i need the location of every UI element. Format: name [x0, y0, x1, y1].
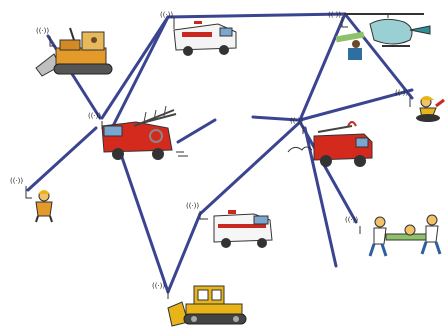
ambulance-top-icon: [173, 21, 237, 56]
firefighter-left-icon: [35, 190, 53, 223]
signal-icon: ((·)): [10, 177, 23, 185]
signal-icon: ((·)): [328, 11, 341, 19]
signal-icon: ((·)): [152, 282, 165, 290]
link: [303, 126, 338, 268]
ambulance-mid-icon: [213, 210, 273, 248]
helicopter-icon: [335, 13, 431, 60]
signal-markers: ((·)) ((·)) ((·)) ((·)) ((·)) ((·)) ((·)…: [10, 11, 408, 290]
network-links: [26, 12, 414, 294]
link: [166, 12, 347, 19]
bulldozer-top-icon: [35, 27, 113, 77]
link: [176, 118, 217, 144]
link: [198, 120, 302, 216]
signal-icon: ((·)): [36, 27, 49, 35]
signal-icon: ((·)): [88, 112, 101, 120]
fire-truck-left-icon: [101, 105, 188, 160]
fire-truck-right-icon: [287, 121, 373, 167]
signal-icon: ((·)): [345, 216, 358, 224]
link: [26, 126, 98, 192]
link: [251, 115, 300, 122]
link: [110, 15, 170, 130]
signal-icon: ((·)): [186, 202, 199, 210]
signal-icon: ((·)): [160, 11, 173, 19]
link: [100, 15, 170, 120]
link: [298, 120, 358, 224]
link: [298, 12, 347, 122]
link: [298, 88, 414, 122]
signal-icon: ((·)): [290, 117, 303, 125]
link: [166, 212, 202, 294]
link: [343, 12, 414, 100]
bulldozer-bottom-icon: [167, 285, 247, 327]
firefighter-right-icon: [416, 96, 445, 122]
rescuers-icon: [368, 214, 442, 257]
signal-icon: ((·)): [395, 89, 408, 97]
